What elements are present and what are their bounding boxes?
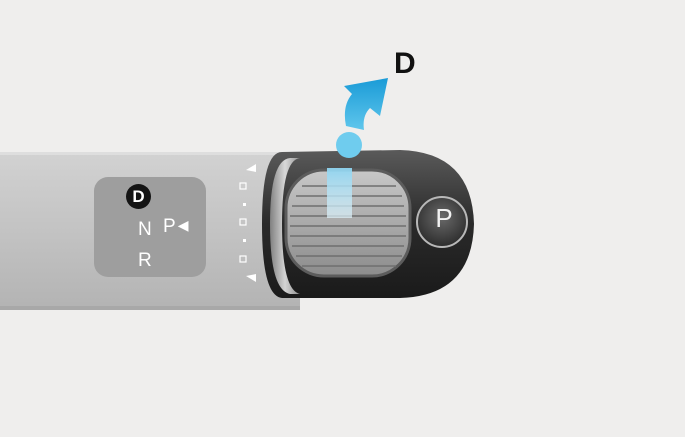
gear-indicator-window: [94, 177, 206, 277]
park-button[interactable]: [416, 196, 468, 248]
park-button-label: P: [435, 203, 453, 233]
rotation-indicator-dot: [336, 132, 362, 158]
gear-r-label: R: [138, 250, 152, 271]
triangle-left-icon: ◀: [177, 217, 189, 233]
gear-d-active-badge: D: [126, 184, 151, 209]
gear-p-label: P◀: [163, 216, 189, 237]
gear-n-label: N: [138, 219, 152, 240]
dial-detent-marks: [239, 164, 256, 282]
rotate-direction-arrow-icon: [344, 78, 388, 130]
direction-label: D: [394, 47, 416, 80]
rotation-indicator-bar: [327, 168, 352, 218]
